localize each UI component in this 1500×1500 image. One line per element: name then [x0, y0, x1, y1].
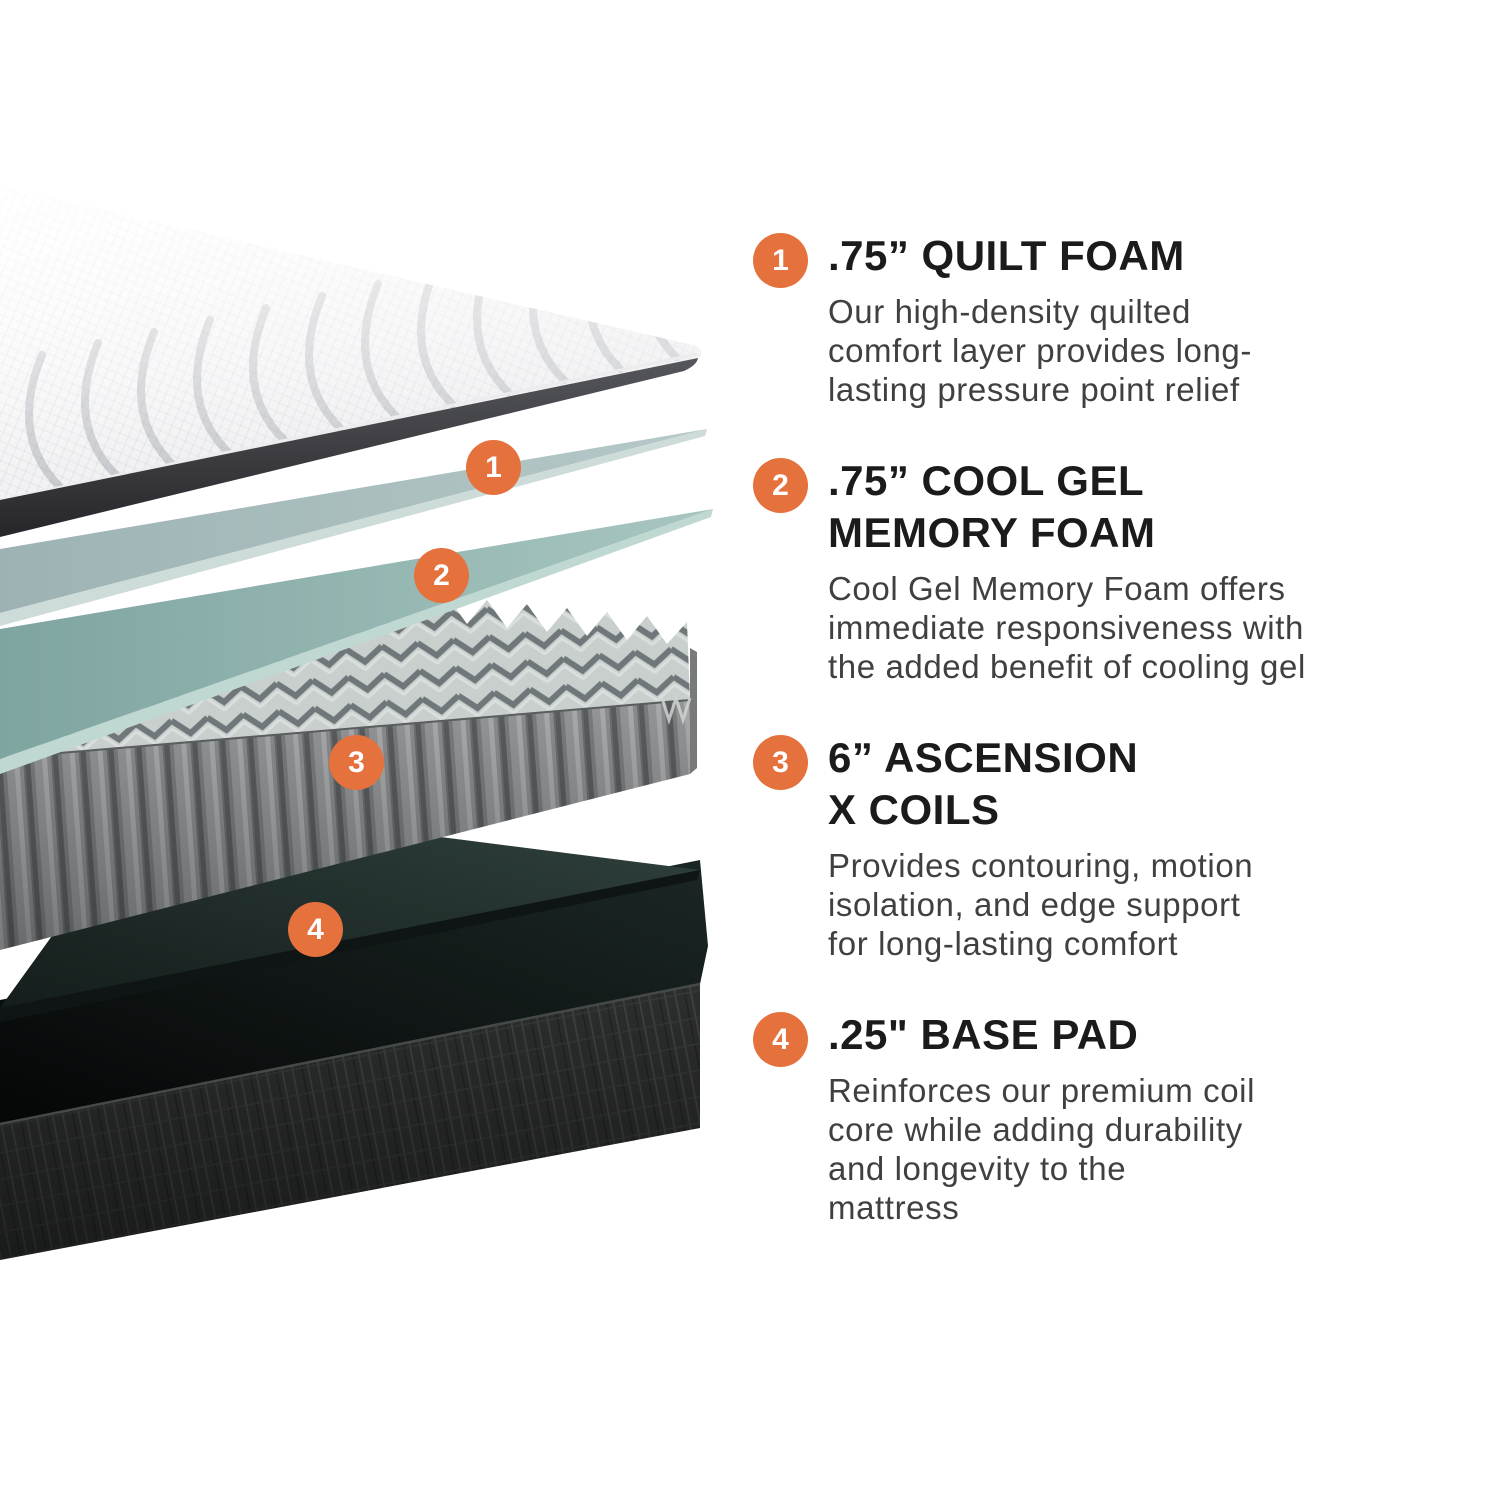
item-heading: .25" BASE PAD [828, 1011, 1139, 1058]
layer-marker-2: 2 [414, 548, 469, 603]
item-number-badge: 2 [753, 458, 808, 513]
coil-layer [0, 596, 697, 950]
list-item-cool-gel-memory-foam: 2 .75” COOL GEL MEMORY FOAM Cool Gel Mem… [753, 455, 1463, 686]
list-item-quilt-foam: 1 .75” QUILT FOAM Our high-density quilt… [753, 230, 1463, 409]
list-item-base-pad: 4 .25" BASE PAD Reinforces our premium c… [753, 1009, 1463, 1227]
layer-descriptions: 1 .75” QUILT FOAM Our high-density quilt… [753, 230, 1463, 1273]
coil-right-edge [690, 648, 697, 774]
coil-lace-pattern [660, 693, 692, 725]
item-description: Cool Gel Memory Foam offers immediate re… [828, 570, 1306, 685]
item-description: Reinforces our premium coil core while a… [828, 1072, 1256, 1226]
quilted-top-layer [0, 186, 702, 537]
item-number-badge: 4 [753, 1012, 808, 1067]
quilt-foam-sheet-layer [0, 429, 707, 626]
item-number-badge: 3 [753, 735, 808, 790]
item-number-badge: 1 [753, 233, 808, 288]
base-box [0, 860, 708, 1260]
base-box-interior [0, 860, 708, 1124]
list-item-ascension-x-coils: 3 6” ASCENSION X COILS Provides contouri… [753, 732, 1463, 963]
item-description: Provides contouring, motion isolation, a… [828, 847, 1254, 962]
item-heading: .75” COOL GEL MEMORY FOAM [828, 457, 1156, 556]
cool-gel-foam-layer [0, 509, 713, 774]
coil-top-face [0, 596, 690, 758]
item-description: Our high-density quilted comfort layer p… [828, 293, 1252, 408]
layer-marker-3: 3 [329, 735, 384, 790]
layer-marker-1: 1 [466, 440, 521, 495]
quilt-piping-edge [0, 358, 698, 537]
layer-marker-4: 4 [288, 902, 343, 957]
item-heading: 6” ASCENSION X COILS [828, 734, 1139, 833]
mattress-exploded-illustration [0, 186, 713, 1260]
item-heading: .75” QUILT FOAM [828, 232, 1185, 279]
